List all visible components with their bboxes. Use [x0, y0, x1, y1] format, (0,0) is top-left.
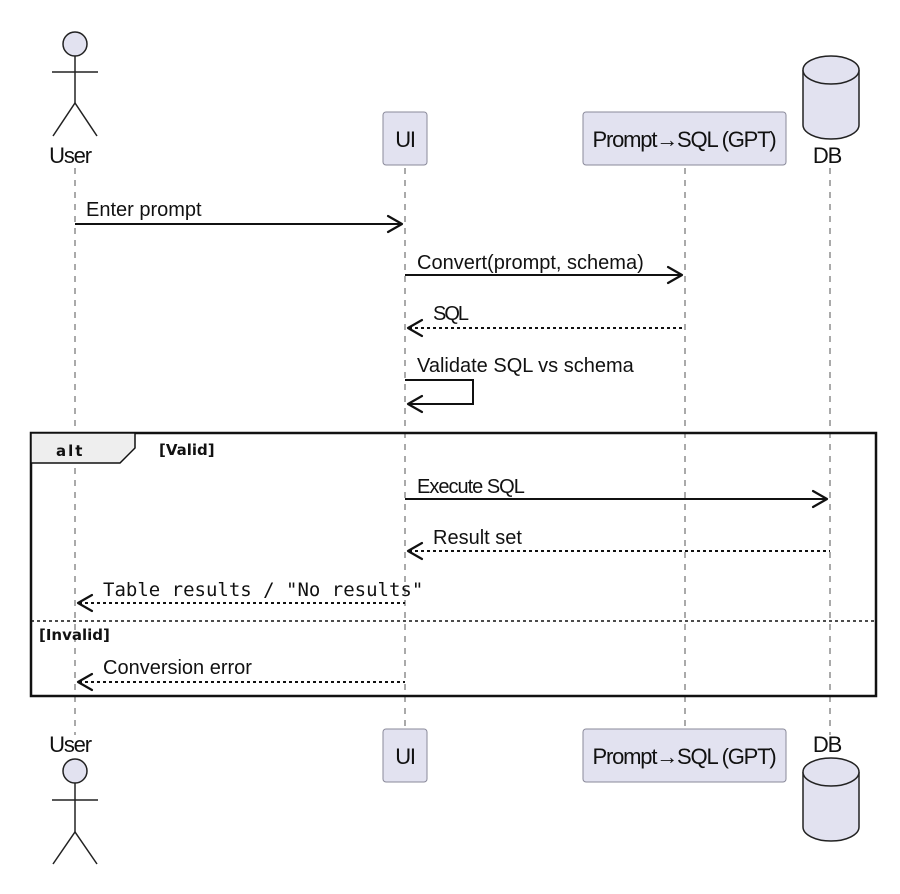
msg-validate-arrow [405, 379, 474, 405]
msg-enter-prompt-label: Enter prompt [86, 199, 202, 221]
alt-valid-guard: [Valid] [159, 441, 215, 459]
msg-conversion-error-label: Conversion error [103, 657, 252, 679]
arrowhead [406, 318, 424, 338]
msg-result-set-label: Result set [433, 527, 522, 549]
arrowhead [76, 593, 94, 613]
participant-db-top-label: DB [813, 143, 842, 168]
participant-user-top-label: User [49, 143, 92, 168]
alt-frame-tab [30, 432, 136, 464]
arrowhead [76, 672, 94, 692]
alt-invalid-guard: [Invalid] [39, 626, 110, 644]
participant-ui-top-label: UI [395, 127, 415, 152]
participant-gpt-bottom-label: Prompt→SQL (GPT) [593, 744, 776, 769]
actor-user-bottom-icon [52, 758, 98, 865]
arrowhead [406, 541, 424, 561]
participant-gpt-bottom-box [582, 728, 787, 783]
participant-db-bottom-label: DB [813, 732, 842, 757]
participant-ui-bottom-box [382, 728, 428, 783]
arrowhead [666, 265, 684, 285]
arrowhead [386, 214, 404, 234]
participant-gpt-top-label: Prompt→SQL (GPT) [593, 127, 776, 152]
msg-sql-label: SQL [433, 303, 469, 325]
msg-validate-label: Validate SQL vs schema [417, 355, 635, 377]
alt-frame [29, 431, 878, 698]
participant-gpt-top-box [582, 111, 787, 166]
arrowhead [406, 394, 424, 414]
msg-execute-label: Execute SQL [417, 476, 525, 498]
database-db-bottom-icon [802, 757, 860, 842]
actor-user-top-icon [52, 31, 98, 137]
participant-user-bottom-label: User [49, 732, 92, 757]
msg-convert-label: Convert(prompt, schema) [417, 252, 644, 274]
database-db-top-icon [802, 55, 860, 140]
msg-table-results-label: Table results / "No results" [103, 579, 423, 601]
alt-keyword: alt [56, 442, 84, 460]
participant-ui-bottom-label: UI [395, 744, 415, 769]
participant-ui-top-box [382, 111, 428, 166]
arrowhead [811, 489, 829, 509]
